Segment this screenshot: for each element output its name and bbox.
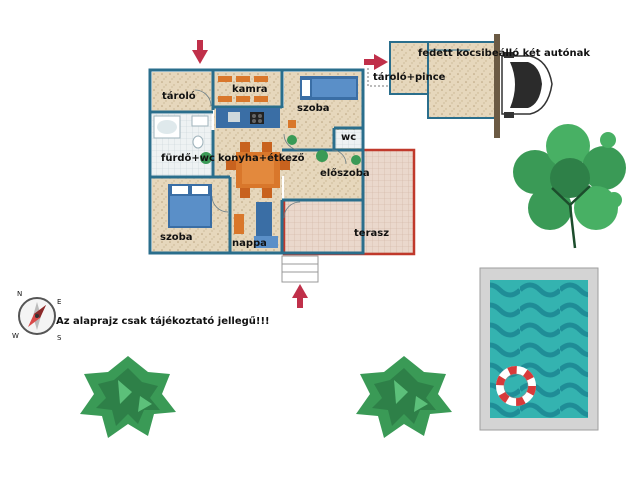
terrace-wall	[282, 148, 416, 256]
living-furniture	[234, 202, 278, 248]
indoor-plants	[200, 135, 361, 165]
compass-west: W	[12, 332, 19, 340]
bed-bottom	[168, 184, 212, 228]
room-label-bedroom-top: szoba	[297, 103, 330, 114]
room-label-storage-cellar: tároló+pince	[373, 72, 446, 83]
arrow-bottom	[292, 284, 308, 308]
bed-top	[300, 76, 358, 100]
car-icon	[501, 52, 553, 118]
room-label-bathroom: fürdő+wc	[161, 153, 215, 164]
bush-middle	[356, 356, 452, 438]
room-label-living: nappali	[232, 238, 266, 249]
disclaimer-note: Az alaprajz csak tájékoztató jellegű!!!	[56, 316, 270, 327]
compass-north: N	[17, 290, 23, 298]
dining-table	[226, 142, 290, 198]
room-label-bedroom-bottom: szoba	[160, 232, 193, 243]
arrow-carport	[364, 54, 388, 70]
tree-top-right	[513, 124, 626, 249]
carport-block	[389, 34, 500, 138]
kitchen-counter	[216, 108, 280, 128]
house-walls	[148, 68, 365, 255]
compass-icon	[18, 297, 56, 335]
carport-path	[367, 68, 388, 87]
compass-east: E	[57, 298, 62, 306]
room-label-terrace: terasz	[354, 228, 390, 239]
bush-left	[80, 356, 176, 438]
room-label-pantry: kamra	[232, 84, 268, 95]
room-label-wc: wc	[341, 132, 357, 143]
bathroom-fixtures	[153, 115, 209, 149]
arrow-top	[192, 40, 208, 64]
room-label-storage: tároló	[162, 91, 196, 102]
room-label-kitchen: konyha+étkező	[218, 153, 305, 164]
room-label-hall: előszoba	[320, 168, 370, 179]
nightstand	[288, 120, 296, 128]
swimming-pool	[479, 267, 599, 431]
room-label-carport: fedett kocsibeálló két autónak	[418, 48, 591, 59]
entrance-steps	[281, 255, 319, 283]
entry-arrows	[192, 40, 388, 308]
compass-south: S	[57, 334, 62, 342]
pantry-shelves	[218, 76, 268, 102]
